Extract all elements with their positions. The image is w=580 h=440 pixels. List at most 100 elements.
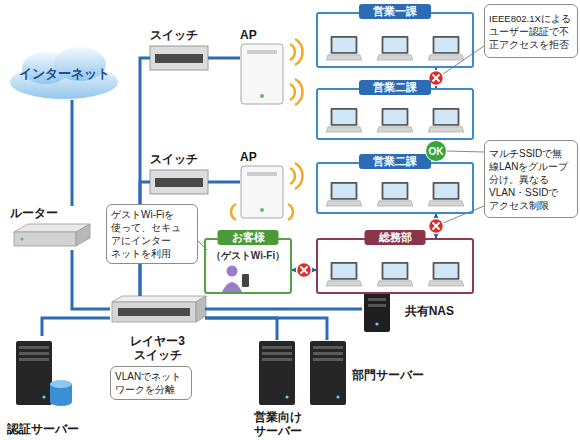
callout-note: ゲストWi-Fiを 使って、セキュ アにインター ネットを利用 — [106, 204, 198, 264]
router-side — [76, 224, 90, 246]
l3-switch-side — [196, 296, 206, 322]
server: 部門サーバー — [306, 340, 424, 410]
group-note: （ゲストWi-Fi） — [206, 249, 290, 263]
nas: 共有NAS — [362, 290, 454, 332]
laptop — [377, 262, 413, 286]
router: ルーター — [10, 206, 92, 250]
network-link — [71, 100, 74, 206]
network-link — [208, 181, 240, 184]
leader-line — [447, 151, 484, 152]
l3-switch-ports — [118, 308, 190, 316]
group-heading: お客様 — [218, 230, 279, 245]
access-point: AP — [240, 28, 286, 106]
node-label: レイヤー3 スイッチ — [110, 334, 205, 362]
wifi-wave — [290, 84, 295, 100]
wifi-wave — [295, 39, 303, 65]
switch-ports — [155, 178, 203, 187]
leader-line — [443, 46, 484, 74]
node-label: IEEE802.1Xによる ユーザー認証で不 正アクセスを拒否 — [489, 12, 573, 51]
deny-mark — [429, 219, 444, 234]
group-heading: 営業二課 — [359, 80, 431, 95]
guest-body — [222, 282, 242, 292]
node-label: ゲストWi-Fiを 使って、セキュ アにインター ネットを利用 — [111, 208, 193, 260]
network-link — [205, 318, 327, 340]
node-label: スイッチ — [150, 28, 198, 43]
node-label: 認証サーバー — [4, 422, 82, 436]
laptop — [326, 108, 362, 132]
l3-switch-top — [112, 296, 206, 302]
server — [259, 341, 295, 405]
wifi-wave — [290, 44, 295, 60]
laptop — [428, 182, 464, 206]
node-label: AP — [240, 150, 257, 165]
group-heading: 営業二課 — [359, 154, 431, 169]
access-point: AP — [240, 150, 286, 220]
guest-group: お客様（ゲストWi-Fi） — [204, 238, 292, 294]
laptop — [428, 108, 464, 132]
wifi-wave — [288, 204, 293, 220]
switch-device — [150, 170, 208, 194]
laptop — [428, 262, 464, 286]
node-label: VLANでネット ワークを分離 — [115, 370, 187, 396]
node-label: 共有NAS — [405, 303, 454, 320]
laptop — [326, 36, 362, 60]
smartphone — [242, 274, 249, 287]
nas-bay — [368, 304, 386, 307]
deny-cross — [433, 223, 440, 230]
node-label: スイッチ — [150, 152, 198, 167]
department-group: 営業一課 — [316, 12, 474, 68]
network-link — [42, 318, 110, 336]
l3-switch-front — [112, 302, 196, 322]
department-group: 営業二課 — [316, 88, 474, 140]
server: 認証サーバー — [4, 336, 82, 436]
node-label: AP — [240, 28, 257, 43]
wifi-wave — [290, 168, 295, 184]
laptop — [377, 182, 413, 206]
group-heading: 総務部 — [365, 230, 426, 245]
server — [16, 341, 52, 405]
node-label: 部門サーバー — [352, 367, 424, 384]
internet-cloud: インターネット — [8, 48, 120, 100]
laptop — [377, 36, 413, 60]
leader-line — [443, 206, 484, 223]
nas-led — [375, 322, 378, 325]
node-label: マルチSSIDで無 線LANをグループ 分け。異なる VLAN・SSIDで アク… — [489, 147, 573, 212]
database-bottom — [50, 398, 72, 406]
network-link — [205, 308, 362, 311]
nas-device — [364, 292, 390, 332]
laptop — [326, 262, 362, 286]
callout-note: VLANでネット ワークを分離 — [110, 366, 192, 400]
switch-device — [150, 46, 208, 70]
wifi-wave — [231, 204, 236, 220]
network-link — [205, 318, 277, 340]
switch: スイッチ — [150, 152, 208, 196]
nas-bay — [368, 298, 386, 301]
access-point-led — [260, 208, 264, 212]
access-point-device — [241, 166, 283, 218]
wifi-wave — [295, 163, 303, 189]
cloud-shape — [10, 65, 118, 99]
switch-ports — [155, 54, 203, 63]
deny-mark — [297, 263, 312, 278]
callout-note: マルチSSIDで無 線LANをグループ 分け。異なる VLAN・SSIDで アク… — [484, 140, 578, 218]
laptop — [326, 182, 362, 206]
router-led — [21, 238, 24, 241]
server: 営業向け サーバー — [248, 340, 308, 438]
deny-cross — [433, 75, 440, 82]
deny-cross — [301, 267, 308, 274]
group-heading: 営業一課 — [359, 4, 431, 19]
wifi-wave — [295, 79, 303, 105]
node-label: ルーター — [10, 206, 58, 221]
layer3-switch: レイヤー3 スイッチ — [110, 296, 205, 362]
access-point-led — [260, 94, 264, 98]
router-front — [14, 232, 76, 246]
callout-note: IEEE802.1Xによる ユーザー認証で不 正アクセスを拒否 — [484, 4, 578, 58]
node-label: 営業向け サーバー — [248, 410, 308, 438]
server — [310, 341, 346, 405]
laptop — [428, 36, 464, 60]
ok-badge: OK — [425, 140, 447, 162]
network-link — [72, 250, 110, 309]
guest-head — [227, 266, 238, 277]
